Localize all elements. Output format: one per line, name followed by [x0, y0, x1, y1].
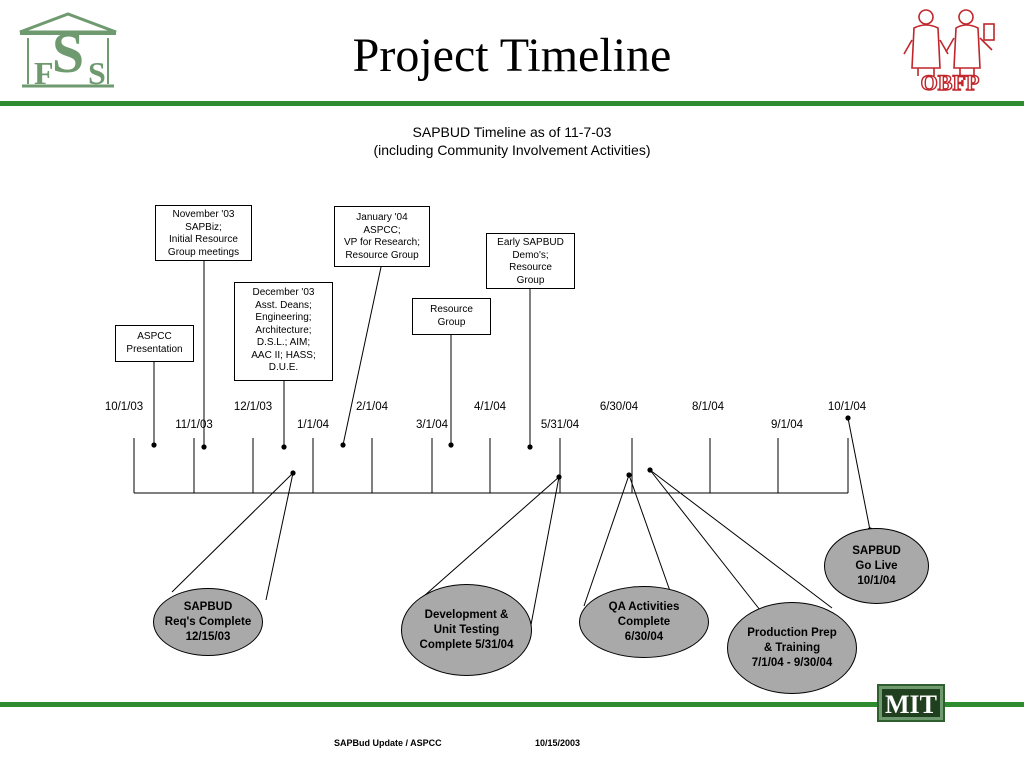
date-label: 12/1/03 — [233, 401, 273, 413]
date-label: 1/1/04 — [297, 419, 329, 431]
milestone-qa-complete: QA Activities Complete 6/30/04 — [579, 586, 709, 658]
date-label: 2/1/04 — [356, 401, 388, 413]
top-divider — [0, 101, 1024, 106]
footer-date: 10/15/2003 — [535, 738, 581, 748]
date-label: 10/1/03 — [104, 401, 144, 413]
svg-text:S: S — [52, 20, 84, 85]
page-title: Project Timeline — [352, 29, 672, 82]
callout-january-04: January '04 ASPCC; VP for Research; Reso… — [334, 206, 430, 267]
svg-text:OBFP: OBFP — [921, 70, 980, 95]
callout-december-03: December '03 Asst. Deans; Engineering; A… — [234, 282, 333, 381]
date-label: 8/1/04 — [692, 401, 724, 413]
subtitle-line-1: SAPBUD Timeline as of 11-7-03 — [412, 124, 612, 140]
callout-november-03: November '03 SAPBiz; Initial Resource Gr… — [155, 205, 252, 261]
date-label: 10/1/04 — [827, 401, 867, 413]
date-label: 9/1/04 — [771, 419, 803, 431]
milestone-production-prep: Production Prep & Training 7/1/04 - 9/30… — [727, 602, 857, 694]
date-label: 4/1/04 — [474, 401, 506, 413]
svg-text:S: S — [88, 55, 106, 91]
date-label: 11/1/03 — [175, 419, 213, 431]
milestone-reqs-complete: SAPBUD Req's Complete 12/15/03 — [153, 588, 263, 656]
diagram-subtitle: SAPBUD Timeline as of 11-7-03 (including… — [0, 123, 1024, 159]
callout-early-sapbud-demos: Early SAPBUD Demo's; Resource Group — [486, 233, 575, 289]
milestone-go-live: SAPBUD Go Live 10/1/04 — [824, 528, 929, 604]
bottom-divider — [0, 702, 1024, 707]
callout-aspcc-presentation: ASPCC Presentation — [115, 325, 194, 362]
date-label: 3/1/04 — [416, 419, 448, 431]
fss-logo: S F S — [19, 12, 117, 91]
svg-text:F: F — [34, 55, 54, 91]
callout-resource-group: Resource Group — [412, 298, 491, 335]
date-label: 5/31/04 — [540, 419, 580, 431]
subtitle-line-2: (including Community Involvement Activit… — [373, 142, 651, 158]
date-label: 6/30/04 — [599, 401, 639, 413]
svg-text:MIT: MIT — [885, 690, 937, 719]
footer-left: SAPBud Update / ASPCC — [334, 738, 442, 748]
obfp-logo: OBFP — [903, 9, 995, 96]
mit-logo: MIT — [877, 684, 945, 722]
milestone-development-complete: Development & Unit Testing Complete 5/31… — [401, 584, 532, 676]
